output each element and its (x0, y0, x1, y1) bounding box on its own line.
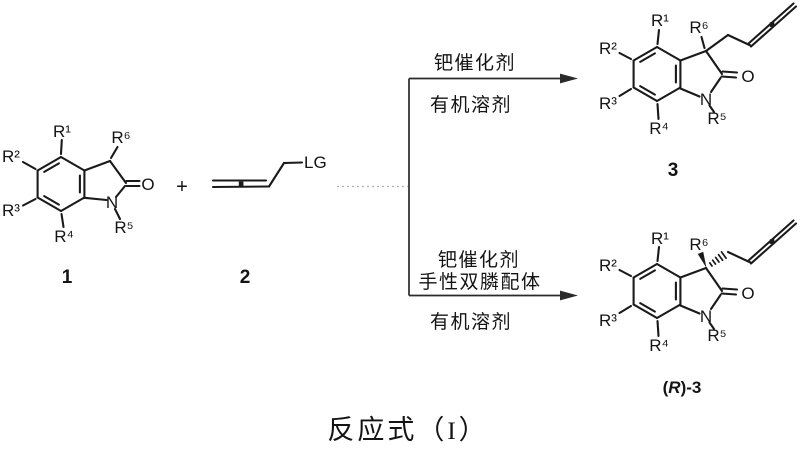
figure-caption: 反应式（I） (327, 415, 488, 445)
m1-label-r6: R⁶ (111, 128, 130, 147)
m1-label-r2: R² (2, 147, 20, 166)
m1-label-r3: R³ (2, 201, 20, 220)
carbonyl-double-bond (720, 70, 739, 79)
allene-center-dot (769, 239, 775, 244)
branch-connector (337, 78, 410, 296)
compound-number-r3: (R)-3 (663, 378, 702, 397)
allene-center-dot (238, 181, 244, 187)
mr3-label-r6: R⁶ (689, 235, 708, 254)
r3-number-close: )-3 (681, 378, 702, 397)
m3-label-r1: R¹ (651, 11, 669, 30)
top-arrow-condition-below: 有机溶剂 (430, 94, 512, 116)
allenyl-chain (704, 2, 798, 53)
bottom-arrow-condition-above-2: 手性双膦配体 (418, 271, 541, 293)
caption-paren-open: （ (417, 415, 447, 445)
mr3-nitrogen-label: N (700, 307, 712, 326)
compound-number-2: 2 (240, 267, 251, 288)
m3-label-r5: R⁵ (707, 109, 726, 128)
top-arrowhead-icon (560, 73, 578, 84)
compound-number-1: 1 (62, 267, 73, 288)
molecule-1-structure: R¹ R² R³ R⁴ R⁶ R⁵ N O 1 (2, 122, 155, 288)
mr3-label-r5: R⁵ (707, 326, 726, 345)
lactam-ring (679, 49, 724, 98)
m1-label-r1: R¹ (53, 122, 71, 141)
lactam-ring (83, 159, 128, 202)
m3-label-r2: R² (599, 39, 617, 58)
r6-bold-wedge-bond (697, 251, 707, 268)
m1-oxygen-label: O (141, 175, 154, 194)
chain-hashed-wedge-bond (708, 251, 727, 267)
substituent-bonds (618, 28, 716, 121)
benzene-ring (632, 262, 682, 320)
caption-paren-close: ） (459, 415, 489, 445)
m3-nitrogen-label: N (700, 90, 712, 109)
mr3-label-r3: R³ (599, 311, 617, 330)
m3-label-r3: R³ (599, 94, 617, 113)
lactam-ring (679, 266, 724, 315)
substituent-bonds (21, 138, 122, 229)
caption-text: 反应式 (327, 415, 417, 445)
top-arrow-condition-above: 钯催化剂 (434, 52, 516, 74)
mr3-label-r1: R¹ (651, 229, 669, 248)
top-reaction-arrow (409, 73, 578, 84)
allene-center-dot (769, 22, 775, 27)
carbonyl-double-bond (125, 179, 141, 188)
molecule-3-structure: R¹ R² R³ R⁴ R⁶ R⁵ N O 3 (599, 2, 798, 181)
benzene-ring (632, 45, 682, 103)
mr3-label-r2: R² (599, 256, 617, 275)
benzene-ring (36, 155, 86, 213)
compound-number-3: 3 (668, 160, 679, 181)
bottom-arrow-condition-below: 有机溶剂 (430, 311, 512, 333)
ch2-lg-bond (282, 161, 304, 165)
m3-oxygen-label: O (741, 67, 754, 86)
bottom-arrowhead-icon (560, 290, 578, 301)
mr3-oxygen-label: O (741, 284, 754, 303)
r3-number-open: ( (663, 378, 669, 397)
m3-label-r4: R⁴ (649, 119, 669, 138)
plus-sign: + (176, 176, 188, 198)
substituent-bonds (618, 245, 716, 338)
bottom-arrow-condition-above-1: 钯催化剂 (438, 249, 520, 271)
carbonyl-double-bond (720, 287, 739, 296)
caption-numeral: I (447, 418, 458, 445)
m1-label-r4: R⁴ (54, 227, 74, 246)
molecule-2-structure: LG 2 (211, 153, 327, 288)
bottom-reaction-arrow (409, 290, 578, 301)
mr3-label-r4: R⁴ (649, 336, 669, 355)
r3-number-chiral-r: R (668, 378, 681, 397)
leaving-group-label: LG (304, 153, 327, 172)
m1-nitrogen-label: N (106, 193, 118, 212)
m3-label-r6: R⁶ (689, 18, 708, 37)
m1-label-r5: R⁵ (114, 218, 133, 237)
allene-ch2-bond (267, 161, 286, 188)
allene-double-bonds (211, 179, 271, 189)
allenyl-chain (726, 219, 798, 265)
molecule-r3-structure: R¹ R² R³ R⁴ R⁶ R⁵ N O (R)-3 (599, 219, 798, 397)
